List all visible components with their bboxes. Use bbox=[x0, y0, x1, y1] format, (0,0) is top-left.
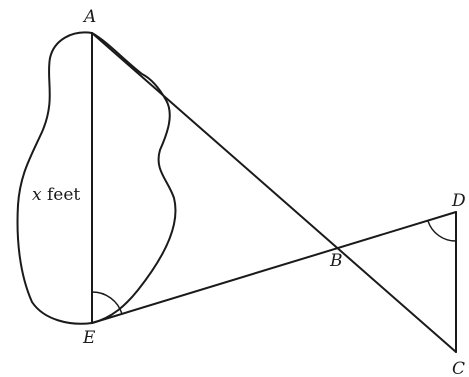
side-label-unit: feet bbox=[47, 185, 80, 205]
point-label-a: A bbox=[82, 7, 96, 27]
lake-outline bbox=[16, 31, 177, 325]
angle-mark-e bbox=[91, 291, 123, 315]
segment-ed bbox=[91, 211, 457, 324]
point-label-d: D bbox=[451, 191, 466, 211]
segment-ac bbox=[91, 32, 457, 353]
point-label-e: E bbox=[82, 328, 96, 348]
side-label-variable: x bbox=[32, 185, 42, 205]
point-label-b: B bbox=[329, 251, 343, 271]
side-label-ae: x feet bbox=[32, 185, 80, 205]
point-label-c: C bbox=[452, 359, 465, 377]
angle-mark-d bbox=[427, 220, 457, 242]
